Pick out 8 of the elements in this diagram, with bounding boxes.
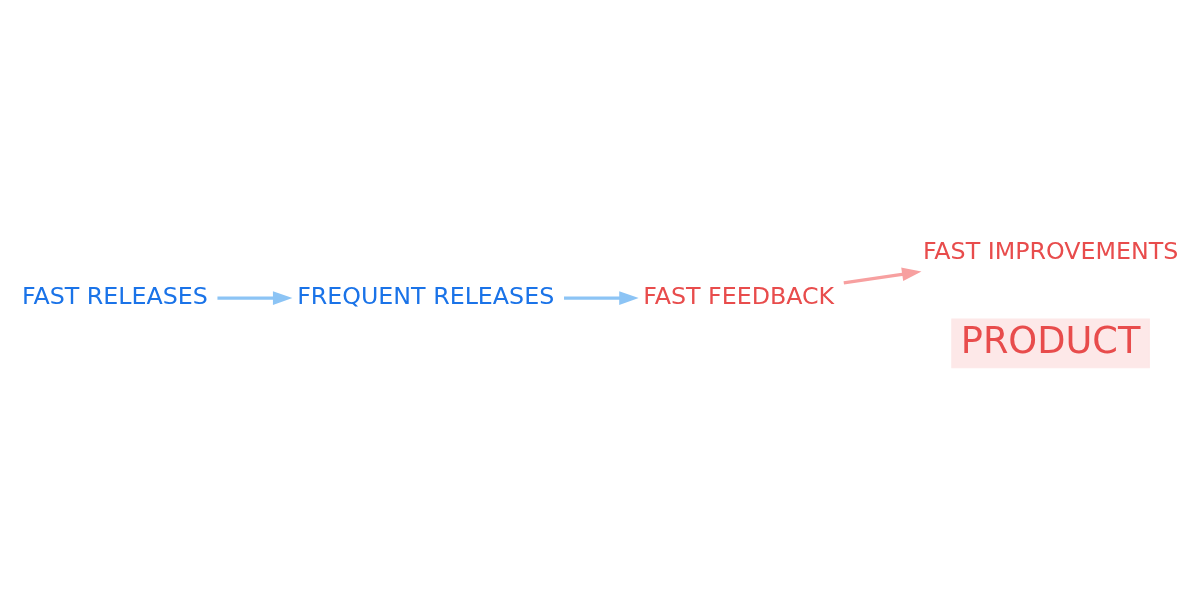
arrow [564, 290, 639, 305]
arrow [843, 267, 922, 284]
node-text: FAST IMPROVEMENTS [922, 236, 1179, 265]
node-text: FAST RELEASES [21, 281, 208, 310]
node-text: FAST FEEDBACK [643, 281, 835, 310]
node-text: FREQUENT RELEASES [297, 281, 555, 310]
arrow [217, 290, 293, 305]
label: PRODUCT [960, 318, 1141, 362]
